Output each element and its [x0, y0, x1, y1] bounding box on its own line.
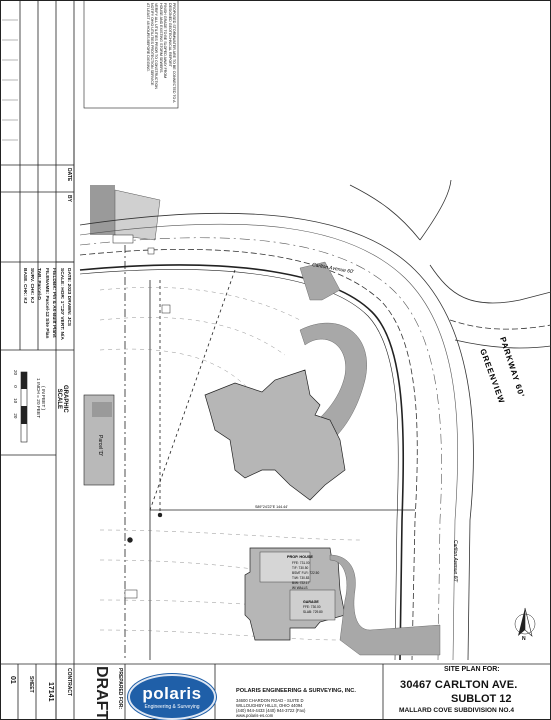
- garage-box: [289, 589, 336, 621]
- site-address: 30467 CARLTON AVE.: [400, 679, 518, 691]
- curved-roadway: [79, 212, 474, 661]
- note-line: PROPOSED STORMWATER ARE TO BE CONNECTED …: [172, 3, 176, 103]
- easement-hatch: [90, 185, 161, 241]
- contract-number: 17141: [47, 682, 54, 702]
- driveway-corner: [299, 261, 341, 301]
- draft-stamp: DRAFT: [93, 666, 110, 720]
- street-label-lower: Carlton Avenue 60': [452, 540, 458, 583]
- scale-tick: 10: [13, 398, 18, 404]
- info-base-check: BASE. CHK: KJ: [21, 268, 27, 304]
- logo-tagline: Engineering & Surveying: [144, 704, 200, 710]
- note-line: FINISH GRADE TO BE SLOPED AWAY FROM: [163, 3, 168, 79]
- prepared-for-label: PREPARED FOR:: [117, 668, 123, 710]
- scale-tick: 0: [13, 385, 18, 388]
- parcel-label: Parcel 'D': [97, 435, 103, 456]
- driveway-lower: [329, 554, 441, 656]
- firm-name: POLARIS ENGINEERING & SURVEYING, INC.: [236, 688, 356, 694]
- polaris-logo: polaris Engineering & Surveying: [128, 674, 216, 720]
- structure-markers: [112, 234, 171, 599]
- site-plan-for: SITE PLAN FOR:: [444, 666, 500, 673]
- scale-bar: [20, 371, 28, 443]
- house-label: PROP. HOUSE: [287, 555, 313, 559]
- subdivision: MALLARD COVE SUBDIVISION NO.4: [399, 707, 515, 714]
- by-label: BY: [66, 195, 72, 202]
- north-arrow: [514, 607, 536, 637]
- info-scale: SCALE: HOR: 1"=20' VERT: N/A: [58, 268, 64, 340]
- info-fieldbook: FIELDBK: Pin & As-Built Plans: [51, 268, 57, 338]
- sheet-word: SHEET: [28, 676, 34, 693]
- date-label: DATE: [66, 168, 72, 182]
- house-line: T/F: 730.50: [292, 566, 309, 570]
- north-label: N: [522, 636, 526, 642]
- greenview-label: GREENVIEW: [478, 348, 506, 405]
- house-line: T/W: 730.83: [292, 576, 310, 580]
- scale-tick: 20: [13, 413, 18, 419]
- lot-line-bearing: S89°24'22"E 144.44': [255, 505, 288, 509]
- scale-tick: 20: [13, 370, 18, 376]
- left-strip: [0, 0, 75, 720]
- firm-phone: (440) 944-4433 (440) 944-3722 (Fax): [236, 708, 306, 713]
- scale-title2: SCALE: [56, 388, 62, 409]
- firm-web: www.polaris-es.com: [236, 713, 274, 718]
- info-filename: FILENAME: Parcel-12 Site Plan: [43, 268, 49, 339]
- info-date: DATE: 2023 DRAWN: JCS: [66, 268, 71, 327]
- sublot: SUBLOT 12: [451, 693, 512, 705]
- upper-house-footprint: [204, 369, 346, 501]
- house-line: W/ WALLS: [292, 586, 307, 590]
- parcel-d-block: [83, 394, 115, 486]
- graphic-scale-units: ( IN FEET ) 1 INCH = 20 FEET: [35, 378, 45, 418]
- firm-address2: WILLOUGHBY HILLS, OHIO 44094: [236, 703, 303, 708]
- sheet-label: 01: [9, 676, 16, 684]
- info-tab: TAB: Parcel-D: [36, 268, 42, 300]
- notes-text: PROPOSED STORMWATER ARE TO BE CONNECTED …: [145, 3, 176, 103]
- info-box: DATE: 2023 DRAWN: JCS SCALE: HOR: 1"=20'…: [20, 268, 72, 340]
- greenview-parkway: [349, 179, 551, 349]
- firm-address1: 34600 CHARDON ROAD - SUITE D: [236, 698, 304, 703]
- property-lines: [124, 245, 415, 660]
- scale-title: GRAPHIC: [62, 385, 68, 413]
- house-line: B/W: 722.17: [292, 581, 310, 585]
- note-line: AT LEAST 48 HOURS BEFORE DIGGING.: [145, 3, 150, 72]
- scale-ticks: 20 0 10 20: [13, 370, 18, 418]
- info-survey-check: SURV. CHK: KJ: [28, 268, 34, 303]
- scale-ratio: 1 INCH = 20 FEET: [35, 378, 40, 419]
- graphic-scale-title: GRAPHIC SCALE: [56, 385, 68, 413]
- house-line: BSMT FLR: 722.50: [292, 571, 319, 575]
- note-line: VERIFY ALL UTILITIES PRIOR TO CONSTRUCTI…: [154, 3, 159, 89]
- note-line: DESIGNED GEOTECHNICAL REPORT: [167, 3, 172, 67]
- garage-line: FFE: 730.00: [303, 605, 321, 609]
- sheet-of: SHEET: [28, 676, 34, 693]
- scale-units: ( IN FEET ): [40, 385, 45, 411]
- contract-label: CONTRACT: [66, 668, 72, 697]
- garage-line: SLAB: 729.80: [303, 610, 323, 614]
- house-line: FFE: 731.00: [292, 561, 310, 565]
- logo-word: polaris: [142, 684, 202, 703]
- note-line: HOUSE AND EXISTING STORM SEWERS.: [158, 3, 163, 74]
- garage-label: GARAGE: [303, 600, 319, 604]
- notes-box: [83, 0, 179, 109]
